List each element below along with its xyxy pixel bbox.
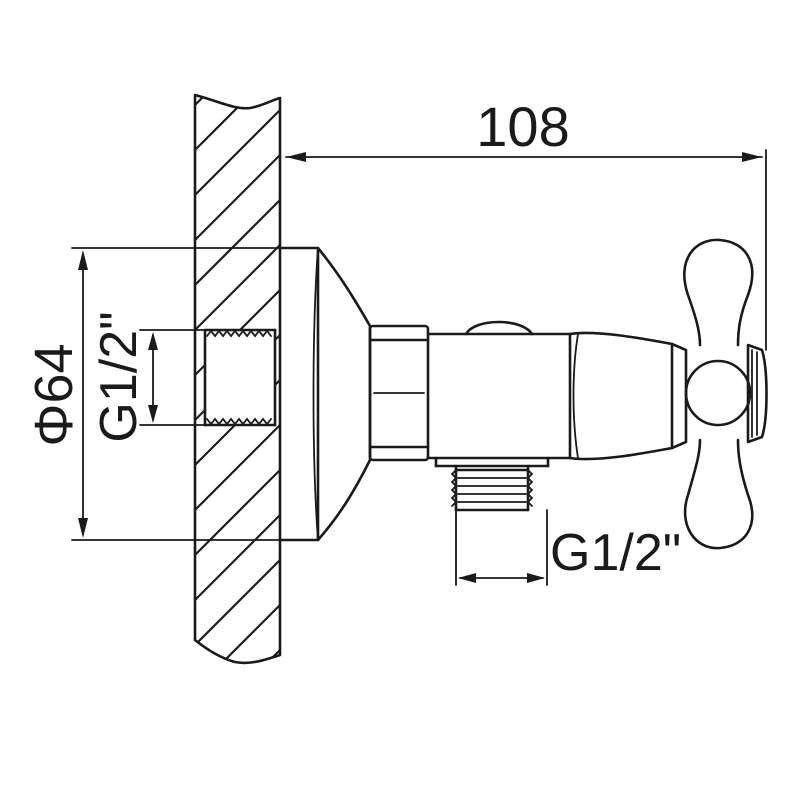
dimension-flange-diameter: Φ64 [24,247,283,541]
dimension-outlet-thread: G1/2" [455,509,681,586]
dimension-inlet-thread: G1/2" [90,311,206,443]
flange-diameter-label: Φ64 [24,343,84,446]
inlet-thread-label: G1/2" [90,311,148,442]
outlet-fitting [434,456,550,512]
outlet-thread-label: G1/2" [550,524,681,582]
wall-section [193,93,282,665]
inlet-thread-bottom [206,417,272,426]
flange [280,246,372,542]
dimension-overall-length: 108 [285,95,767,351]
hex-nut [368,324,430,462]
inlet-thread-top [206,329,272,338]
wall-outline [193,93,282,665]
overall-length-label: 108 [476,95,569,158]
cross-handle [683,238,768,550]
valve-body [426,320,688,461]
